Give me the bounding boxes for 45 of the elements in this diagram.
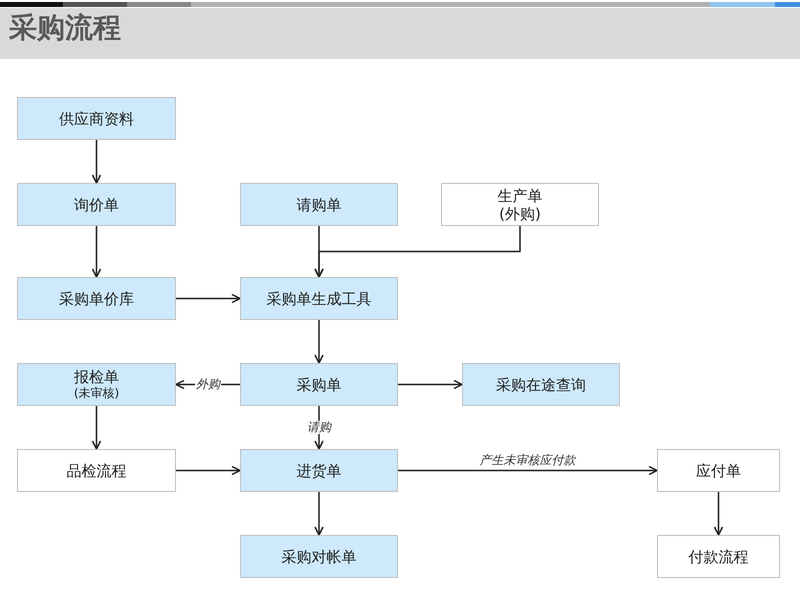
process-box	[17, 363, 176, 406]
arrow	[714, 492, 724, 536]
process-box	[240, 183, 398, 226]
arrow	[314, 320, 324, 364]
process-box	[17, 183, 176, 226]
process-box	[240, 535, 398, 578]
box-label: 应付单	[696, 462, 741, 480]
process-box	[17, 97, 176, 140]
box-label: 进货单	[296, 462, 342, 480]
arrow	[398, 380, 463, 390]
arrow	[92, 140, 102, 184]
arrow	[92, 226, 102, 278]
arrow	[398, 466, 658, 476]
box-label: 供应商资料	[59, 110, 134, 128]
box-label: 询价单	[74, 196, 119, 214]
edge-label: 请购	[306, 420, 332, 434]
box-label: 采购单价库	[59, 290, 134, 308]
arrow	[176, 466, 241, 476]
process-box	[441, 183, 599, 226]
arrow	[92, 406, 102, 450]
arrow	[176, 294, 241, 304]
box-label: 报检单	[74, 368, 119, 386]
process-box	[17, 449, 176, 492]
box-sublabel: (未审核)	[74, 386, 120, 401]
box-label: 采购单	[296, 376, 342, 394]
process-box	[462, 363, 620, 406]
page-title: 采购流程	[9, 14, 121, 42]
edge-label: 外购	[195, 378, 221, 392]
box-label: 请购单	[296, 196, 342, 214]
process-box	[240, 363, 398, 406]
box-label: 采购在途查询	[496, 376, 586, 394]
process-box	[17, 277, 176, 320]
box-label: 生产单	[498, 186, 542, 204]
box-label: 采购对帐单	[282, 548, 356, 566]
process-box	[657, 449, 780, 492]
arrow	[314, 492, 324, 536]
box-sublabel: (外购)	[499, 204, 541, 222]
edge-label: 产生未审核应付款	[478, 454, 576, 468]
arrow	[314, 226, 521, 278]
box-label: 付款流程	[688, 548, 748, 566]
process-box	[240, 449, 398, 492]
box-label: 采购单生成工具	[266, 290, 372, 308]
process-box	[657, 535, 780, 578]
process-box	[240, 277, 398, 320]
box-label: 品检流程	[66, 462, 126, 480]
